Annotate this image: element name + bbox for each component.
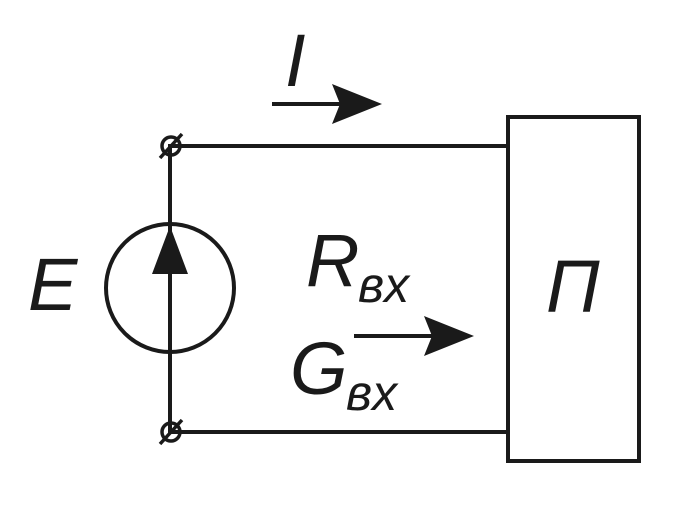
source-arrow-icon	[152, 226, 188, 274]
top-terminal	[158, 132, 184, 160]
input-conductance-subscript: вх	[346, 365, 399, 421]
input-conductance-label: G	[290, 327, 348, 410]
device-box	[506, 115, 641, 463]
voltage-source-circle	[104, 222, 236, 354]
current-arrow-icon	[272, 84, 382, 124]
current-label: I	[285, 19, 306, 102]
bottom-terminal	[158, 418, 184, 446]
input-resistance-label: R	[306, 219, 359, 302]
input-arrow-icon	[354, 316, 474, 356]
emf-label: E	[28, 243, 79, 326]
input-resistance-subscript: вх	[358, 257, 411, 313]
device-label: П	[546, 245, 600, 328]
